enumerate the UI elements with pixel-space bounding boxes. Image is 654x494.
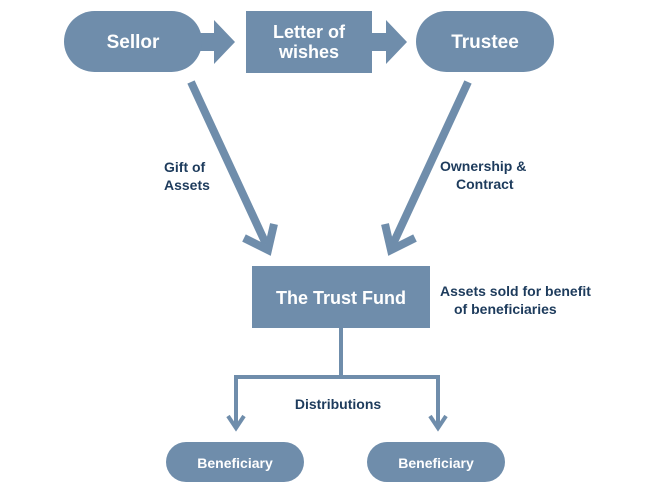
seller-node [64,11,202,72]
ownership-contract-line2: Contract [456,176,514,192]
seller-label: Sellor [107,32,160,53]
arrow-gift-line [187,80,270,246]
arrow-seller-to-letter [198,20,235,64]
assets-sold-line2: of beneficiaries [454,301,557,317]
beneficiary-right-label: Beneficiary [398,455,474,471]
ownership-contract-line1: Ownership & [440,158,526,174]
gift-of-assets-line1: Gift of [164,159,206,175]
trustee-label: Trustee [451,32,519,53]
letter-of-wishes-node [246,11,372,73]
beneficiary-right-node [367,442,505,482]
trust-fund-label: The Trust Fund [276,288,406,308]
beneficiary-left-node [166,442,304,482]
arrow-ownership-line [389,80,472,246]
assets-sold-line1: Assets sold for benefit [440,283,591,299]
distribution-right-head [428,414,448,432]
beneficiary-left-label: Beneficiary [197,455,273,471]
arrow-gift-head [242,223,278,256]
arrow-letter-to-trustee [372,20,407,64]
arrow-ownership-head [381,223,417,256]
distribution-left-head [226,414,246,432]
trustee-node [416,11,554,72]
letter-of-wishes-label-line1: Letter of [273,22,346,42]
letter-of-wishes-label-line2: wishes [278,42,339,62]
distributions-label: Distributions [295,396,382,412]
gift-of-assets-line2: Assets [164,177,210,193]
trust-fund-node [252,266,430,328]
